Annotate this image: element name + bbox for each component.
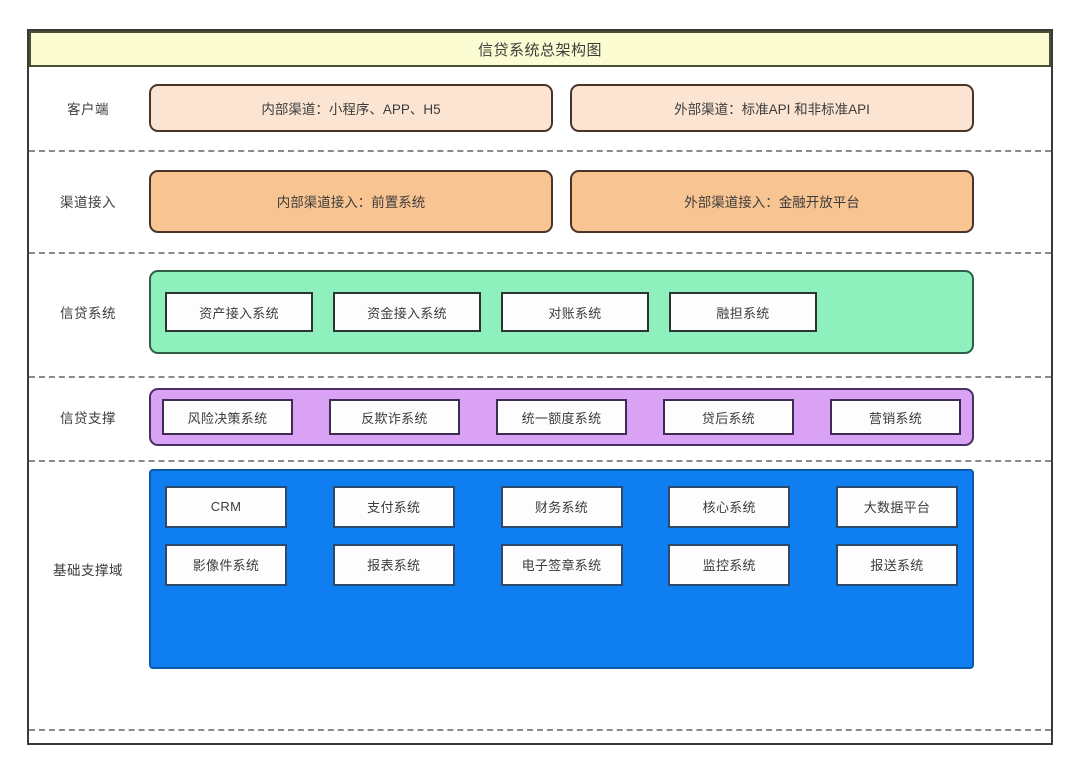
- card-report-system-label: 报表系统: [367, 558, 421, 573]
- layer-label-access: 渠道接入: [60, 195, 116, 210]
- card-guarantee-label: 融担系统: [716, 305, 770, 321]
- credit-system-band: 资产接入系统 资金接入系统 对账系统 融担系统: [149, 270, 974, 354]
- card-finance-system[interactable]: 财务系统: [500, 485, 623, 528]
- client-internal-channel-box[interactable]: 内部渠道：小程序、APP、H5: [149, 84, 553, 132]
- card-risk-decision[interactable]: 风险决策系统: [162, 399, 293, 435]
- layer-label-credit: 信贷系统: [60, 306, 116, 321]
- card-anti-fraud[interactable]: 反欺诈系统: [329, 399, 460, 435]
- card-e-signature-system[interactable]: 电子签章系统: [500, 543, 623, 586]
- client-internal-channel-label: 内部渠道：小程序、APP、H5: [261, 102, 441, 117]
- card-image-system-label: 影像件系统: [192, 558, 260, 573]
- card-crm-label: CRM: [210, 499, 242, 514]
- card-finance-system-label: 财务系统: [534, 500, 589, 515]
- layer-content-credit: 资产接入系统 资金接入系统 对账系统 融担系统: [147, 253, 1051, 371]
- card-reporting-system-label: 报送系统: [870, 558, 924, 573]
- client-external-channel-label: 外部渠道：标准API 和非标准API: [674, 102, 870, 117]
- card-payment-system[interactable]: 支付系统: [332, 485, 455, 528]
- card-big-data-platform-label: 大数据平台: [863, 500, 931, 515]
- architecture-diagram-frame: 信贷系统总架构图 客户端 内部渠道：小程序、APP、H5 外部渠道：标准API …: [27, 29, 1053, 745]
- layer-row-access: 渠道接入 内部渠道接入：前置系统 外部渠道接入：金融开放平台: [29, 151, 1051, 251]
- layer-row-credit: 信贷系统 资产接入系统 资金接入系统 对账系统 融担系统: [29, 253, 1051, 371]
- card-post-loan-label: 贷后系统: [701, 410, 756, 426]
- layer-content-client: 内部渠道：小程序、APP、H5 外部渠道：标准API 和非标准API: [147, 67, 1051, 149]
- layer-label-client: 客户端: [67, 102, 109, 117]
- card-fund-access[interactable]: 资金接入系统: [333, 292, 481, 332]
- card-marketing-label: 营销系统: [868, 410, 923, 426]
- card-fund-access-label: 资金接入系统: [367, 305, 447, 321]
- card-asset-access-label: 资产接入系统: [199, 305, 279, 321]
- card-crm[interactable]: CRM: [165, 485, 287, 528]
- card-anti-fraud-label: 反欺诈系统: [361, 410, 428, 426]
- page-title: 信贷系统总架构图: [477, 41, 602, 59]
- access-internal-label: 内部渠道接入：前置系统: [276, 195, 426, 210]
- layer-content-access: 内部渠道接入：前置系统 外部渠道接入：金融开放平台: [147, 151, 1051, 251]
- card-marketing[interactable]: 营销系统: [830, 399, 961, 435]
- layer-row-client: 客户端 内部渠道：小程序、APP、H5 外部渠道：标准API 和非标准API: [29, 67, 1051, 149]
- card-image-system[interactable]: 影像件系统: [165, 543, 287, 586]
- card-post-loan[interactable]: 贷后系统: [663, 399, 794, 435]
- card-big-data-platform[interactable]: 大数据平台: [836, 485, 958, 528]
- card-reporting-system[interactable]: 报送系统: [836, 543, 958, 586]
- credit-support-band: 风险决策系统 反欺诈系统 统一额度系统 贷后系统 营销系统: [149, 388, 974, 446]
- layer-row-base: 基础支撑域 CRM 支付系统 财务系统 核心系统: [29, 461, 1051, 676]
- card-risk-decision-label: 风险决策系统: [187, 410, 268, 426]
- base-support-row-1: CRM 支付系统 财务系统 核心系统 大数据平台: [165, 485, 958, 528]
- layer-label-support: 信贷支撑: [60, 411, 116, 426]
- access-internal-box[interactable]: 内部渠道接入：前置系统: [149, 169, 553, 233]
- layer-separator-5: [29, 729, 1051, 731]
- base-support-row-2: 影像件系统 报表系统 电子签章系统 监控系统 报送系统: [165, 543, 958, 586]
- card-monitoring-system[interactable]: 监控系统: [668, 543, 791, 586]
- card-reconciliation-label: 对账系统: [548, 305, 602, 321]
- card-e-signature-system-label: 电子签章系统: [521, 558, 602, 573]
- card-guarantee[interactable]: 融担系统: [669, 292, 817, 332]
- access-external-label: 外部渠道接入：金融开放平台: [684, 195, 860, 210]
- client-external-channel-box[interactable]: 外部渠道：标准API 和非标准API: [570, 84, 974, 132]
- card-core-system-label: 核心系统: [702, 500, 756, 515]
- layer-separator-2: [29, 252, 1051, 254]
- layer-content-base: CRM 支付系统 财务系统 核心系统 大数据平台: [147, 461, 1051, 676]
- layer-separator-4: [29, 460, 1051, 462]
- card-reconciliation[interactable]: 对账系统: [501, 292, 649, 332]
- access-external-box[interactable]: 外部渠道接入：金融开放平台: [570, 169, 974, 233]
- card-payment-system-label: 支付系统: [367, 500, 421, 515]
- base-support-band: CRM 支付系统 财务系统 核心系统 大数据平台: [149, 468, 974, 669]
- card-core-system[interactable]: 核心系统: [668, 485, 791, 528]
- card-monitoring-system-label: 监控系统: [702, 558, 756, 573]
- layer-content-support: 风险决策系统 反欺诈系统 统一额度系统 贷后系统 营销系统: [147, 377, 1051, 457]
- layer-separator-3: [29, 376, 1051, 378]
- card-report-system[interactable]: 报表系统: [332, 543, 455, 586]
- layer-separator-1: [29, 150, 1051, 152]
- card-unified-credit-limit[interactable]: 统一额度系统: [496, 399, 627, 435]
- layer-row-support: 信贷支撑 风险决策系统 反欺诈系统 统一额度系统 贷后系统 营销系统: [29, 377, 1051, 457]
- layer-label-base: 基础支撑域: [53, 562, 123, 578]
- card-unified-credit-limit-label: 统一额度系统: [521, 410, 602, 426]
- card-asset-access[interactable]: 资产接入系统: [165, 292, 313, 332]
- diagram-title-band: 信贷系统总架构图: [29, 31, 1051, 67]
